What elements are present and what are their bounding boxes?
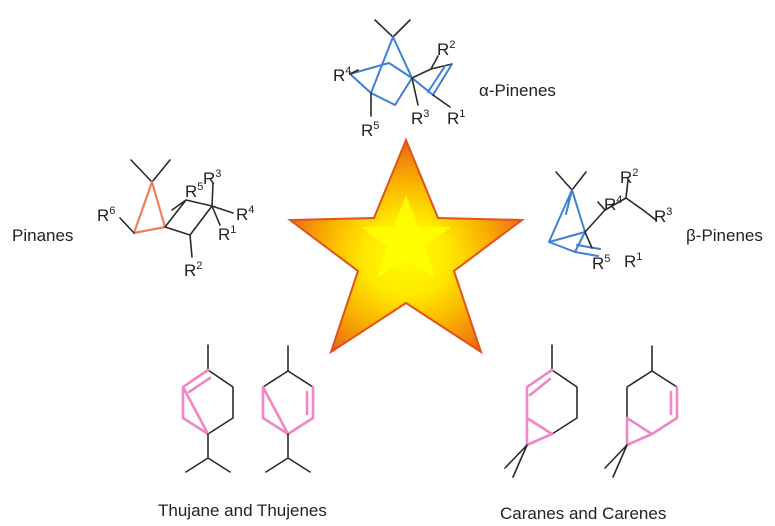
- pinane-r3: R3: [203, 168, 221, 188]
- carene-structure-2: [604, 345, 679, 478]
- pinane-r1: R1: [218, 224, 236, 244]
- carane-label: Caranes and Carenes: [500, 504, 666, 523]
- pinane-structure: R6 R5 R3 R4 R1 R2: [97, 159, 254, 280]
- beta-r3: R3: [654, 206, 672, 226]
- pinane-r6: R6: [97, 205, 115, 225]
- alpha-r4: R4: [333, 65, 351, 85]
- beta-r5: R5: [592, 253, 610, 273]
- pinane-r5: R5: [185, 181, 203, 201]
- alpha-pinenes-label: α-Pinenes: [479, 81, 556, 100]
- beta-r1: R1: [624, 251, 642, 271]
- thujene-structure-2: [261, 345, 315, 473]
- carene-structure-1: [504, 344, 578, 478]
- alpha-r5: R5: [361, 120, 379, 140]
- thujane-label: Thujane and Thujenes: [158, 501, 327, 520]
- alpha-r1: R1: [447, 108, 465, 128]
- pinanes-label: Pinanes: [12, 226, 73, 245]
- alpha-pinene-structure: R4 R2 R5 R3 R1: [333, 19, 465, 140]
- center-star: [287, 137, 525, 355]
- beta-pinenes-label: β-Pinenes: [686, 226, 763, 245]
- beta-r4: R4: [604, 194, 622, 214]
- beta-r2: R2: [620, 167, 638, 187]
- pinane-r4: R4: [236, 204, 254, 224]
- beta-pinene-structure: R2 R4 R3 R5 R1: [548, 167, 672, 273]
- star-core: [361, 195, 451, 278]
- thujene-structure-1: [181, 344, 234, 473]
- alpha-r2: R2: [437, 39, 455, 59]
- alpha-r3: R3: [411, 108, 429, 128]
- pinane-r2: R2: [184, 260, 202, 280]
